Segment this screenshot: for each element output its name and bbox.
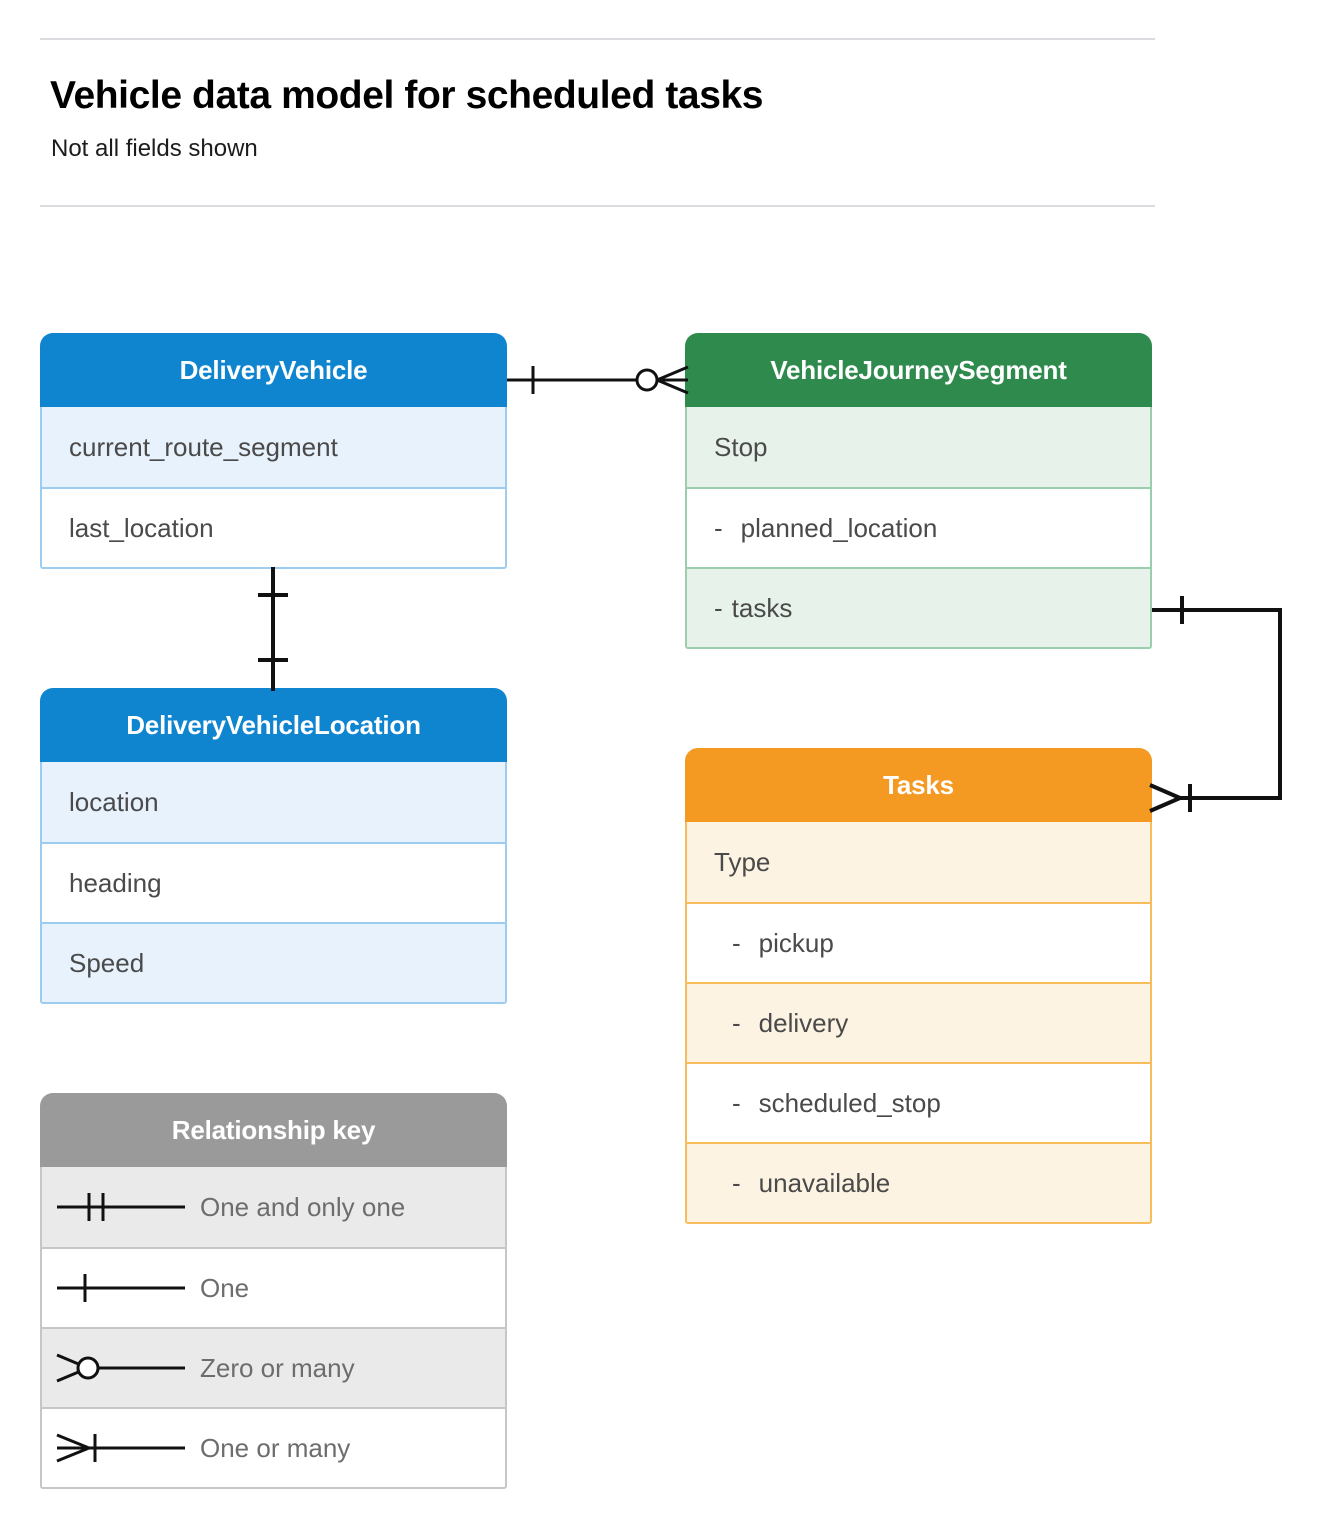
relationship-deliveryvehicle-deliveryvehiclelocation (248, 567, 298, 692)
field-row[interactable]: current_route_segment (42, 407, 505, 487)
field-dash: - (714, 512, 723, 543)
header-rule-top (40, 38, 1155, 40)
field-row[interactable]: - unavailable (687, 1142, 1150, 1222)
field-row[interactable]: - pickup (687, 902, 1150, 982)
entity-title: VehicleJourneySegment (685, 333, 1152, 407)
field-dash: - (732, 1087, 741, 1118)
field-label: tasks (731, 592, 793, 623)
field-label: scheduled_stop (758, 1087, 941, 1118)
field-label: delivery (758, 1007, 849, 1038)
entity-fields: Type - pickup - delivery - scheduled_sto… (685, 822, 1152, 1224)
legend-rows: One and only one One (40, 1167, 507, 1489)
field-row[interactable]: Speed (42, 922, 505, 1002)
legend-row[interactable]: One and only one (42, 1167, 505, 1247)
entity-vehicle-journey-segment[interactable]: VehicleJourneySegment Stop - planned_loc… (685, 333, 1152, 649)
legend-row[interactable]: One or many (42, 1407, 505, 1487)
legend-row[interactable]: One (42, 1247, 505, 1327)
entity-fields: current_route_segment last_location (40, 407, 507, 569)
page-subtitle: Not all fields shown (51, 135, 258, 162)
legend-label: One or many (200, 1432, 351, 1463)
relationship-vehiclejourneysegment-tasks (1149, 580, 1310, 820)
legend-row[interactable]: Zero or many (42, 1327, 505, 1407)
field-row[interactable]: - scheduled_stop (687, 1062, 1150, 1142)
legend-label: Zero or many (200, 1352, 355, 1383)
field-label: heading (69, 867, 162, 898)
field-dash: - (714, 592, 723, 623)
field-label: unavailable (758, 1167, 891, 1198)
field-row[interactable]: Stop (687, 407, 1150, 487)
entity-fields: Stop - planned_location - tasks (685, 407, 1152, 649)
field-label: Stop (714, 431, 768, 462)
entity-delivery-vehicle[interactable]: DeliveryVehicle current_route_segment la… (40, 333, 507, 569)
field-dash: - (732, 1007, 741, 1038)
legend-title: Relationship key (40, 1093, 507, 1167)
entity-title: DeliveryVehicle (40, 333, 507, 407)
page-title: Vehicle data model for scheduled tasks (50, 74, 764, 117)
zero-or-many-icon (42, 1351, 200, 1385)
field-label: Speed (69, 947, 145, 978)
field-row[interactable]: Type (687, 822, 1150, 902)
entity-title: DeliveryVehicleLocation (40, 688, 507, 762)
entity-delivery-vehicle-location[interactable]: DeliveryVehicleLocation location heading… (40, 688, 507, 1004)
field-label: Type (714, 846, 771, 877)
entity-fields: location heading Speed (40, 762, 507, 1004)
field-row[interactable]: - planned_location (687, 487, 1150, 567)
field-label: location (69, 786, 159, 817)
legend-label: One (200, 1272, 250, 1303)
entity-title: Tasks (685, 748, 1152, 822)
legend-relationship-key[interactable]: Relationship key One and only one (40, 1093, 507, 1489)
field-row[interactable]: heading (42, 842, 505, 922)
entity-tasks[interactable]: Tasks Type - pickup - delivery - schedul… (685, 748, 1152, 1224)
one-and-only-one-icon (42, 1190, 200, 1224)
one-icon (42, 1271, 200, 1305)
field-dash: - (732, 927, 741, 958)
one-or-many-icon (42, 1431, 200, 1465)
legend-label: One and only one (200, 1191, 406, 1222)
field-label: last_location (69, 512, 214, 543)
field-label: current_route_segment (69, 431, 338, 462)
header-rule-bottom (40, 205, 1155, 207)
field-row[interactable]: location (42, 762, 505, 842)
field-row[interactable]: - delivery (687, 982, 1150, 1062)
field-label: pickup (758, 927, 834, 958)
field-label: planned_location (740, 512, 938, 543)
field-dash: - (732, 1167, 741, 1198)
field-row[interactable]: - tasks (687, 567, 1150, 647)
field-row[interactable]: last_location (42, 487, 505, 567)
relationship-deliveryvehicle-vehiclejourneysegment (505, 355, 690, 405)
